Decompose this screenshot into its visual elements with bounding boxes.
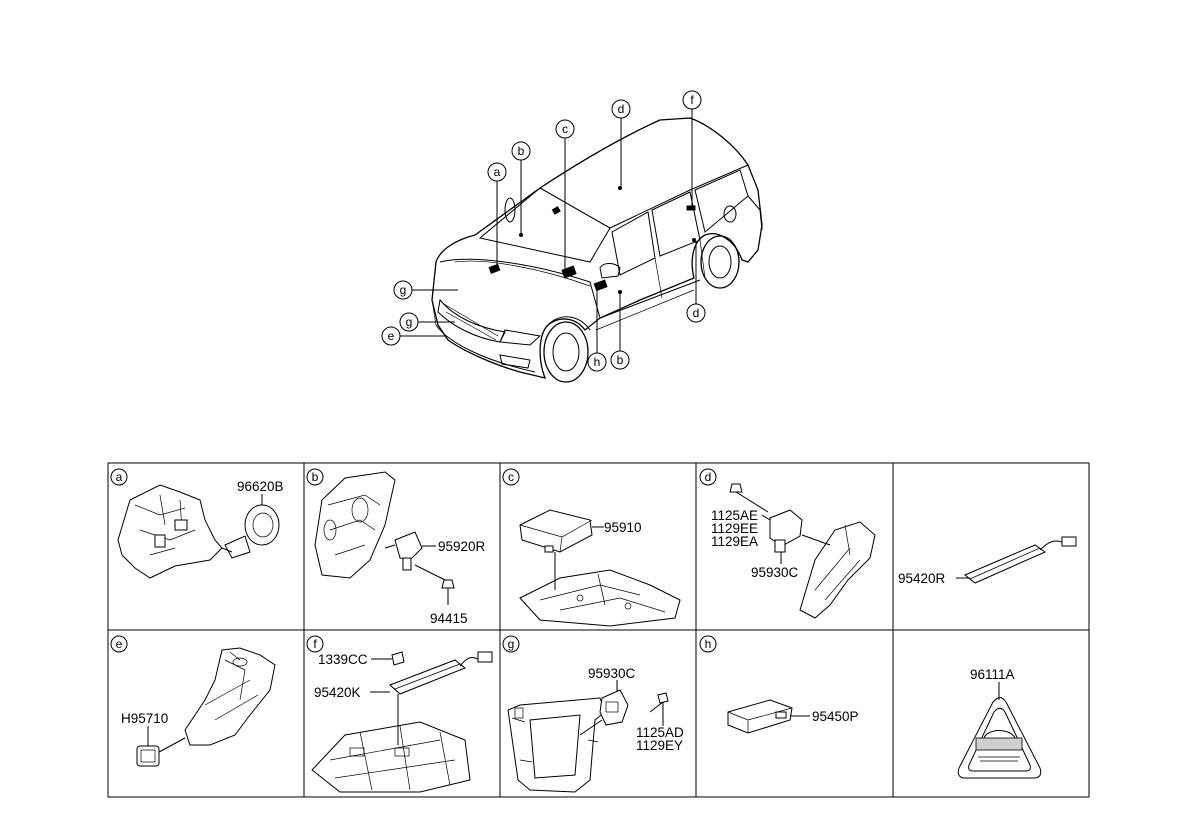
vehicle-illustration bbox=[431, 117, 763, 383]
part-label-95920R: 95920R bbox=[438, 539, 486, 554]
svg-text:g: g bbox=[406, 315, 413, 329]
cell-c: c 95910 bbox=[502, 468, 681, 627]
svg-text:d: d bbox=[618, 102, 625, 116]
overview-callout-d-lower: d bbox=[686, 303, 706, 323]
cell-a: a 96620B bbox=[110, 468, 284, 579]
overview-callout-g-upper: g bbox=[393, 280, 413, 300]
horn-illustration bbox=[221, 504, 280, 559]
svg-text:a: a bbox=[494, 165, 501, 179]
svg-text:e: e bbox=[116, 637, 123, 651]
part-label-95420R: 95420R bbox=[898, 571, 946, 586]
part-label-1125AE: 1125AE bbox=[711, 508, 758, 523]
svg-text:d: d bbox=[693, 306, 700, 320]
part-label-95930C-d: 95930C bbox=[751, 565, 799, 580]
svg-text:c: c bbox=[562, 122, 568, 136]
svg-text:c: c bbox=[508, 470, 514, 484]
detail-grid bbox=[107, 462, 1090, 798]
overview-callout-a: a bbox=[487, 162, 507, 182]
overview-callout-h: h bbox=[587, 352, 607, 372]
overview-callout-c: c bbox=[555, 119, 575, 139]
part-label-95450P: 95450P bbox=[812, 709, 859, 724]
part-label-96620B: 96620B bbox=[237, 479, 284, 494]
radiator-support-illustration bbox=[507, 697, 606, 793]
svg-text:b: b bbox=[312, 470, 319, 484]
overview-callout-g-lower: g bbox=[399, 312, 419, 332]
cell-g: g 95930C 1125AD 1129EY bbox=[502, 635, 684, 793]
cell-95420R: 95420R bbox=[898, 536, 1077, 586]
pillar-illustration bbox=[799, 521, 876, 619]
crash-sensor-illustration bbox=[729, 483, 803, 553]
nut-1339CC-illustration bbox=[391, 651, 405, 666]
airbag-module-illustration bbox=[519, 509, 593, 553]
part-label-95910: 95910 bbox=[604, 520, 642, 535]
cell-d: d 1125AE 1129EE 1129EA 95930C bbox=[699, 468, 876, 619]
floor-frame-illustration bbox=[519, 569, 681, 627]
overview-callout-f: f bbox=[682, 90, 702, 110]
impact-sensor-illustration bbox=[136, 737, 186, 767]
svg-text:d: d bbox=[705, 470, 712, 484]
sensor-strip-95420K-illustration bbox=[389, 651, 493, 695]
part-label-95420K: 95420K bbox=[314, 685, 361, 700]
overview-callout-b: b bbox=[511, 141, 531, 161]
front-sensor-illustration bbox=[599, 689, 669, 726]
cell-h: h 95450P bbox=[699, 635, 859, 734]
cell-b: b 95920R 94415 bbox=[306, 468, 486, 626]
svg-text:b: b bbox=[518, 144, 525, 158]
overview-callout-e: e bbox=[381, 326, 401, 346]
cell-e: e H95710 bbox=[110, 635, 276, 767]
svg-text:f: f bbox=[690, 93, 694, 107]
overview-leaders bbox=[400, 109, 697, 353]
control-module-illustration bbox=[727, 699, 793, 734]
svg-text:g: g bbox=[400, 283, 407, 297]
part-label-95930C-g: 95930C bbox=[588, 666, 636, 681]
overview-callout-b-lower: b bbox=[610, 350, 630, 370]
sensor-95920R-illustration bbox=[384, 531, 423, 571]
part-label-H95710: H95710 bbox=[121, 711, 168, 726]
cell-f: f 1339CC 95420K bbox=[306, 635, 493, 793]
part-label-1129EY: 1129EY bbox=[636, 738, 683, 753]
part-label-1129EA: 1129EA bbox=[711, 534, 758, 549]
svg-text:a: a bbox=[116, 470, 123, 484]
part-label-1129EE: 1129EE bbox=[711, 521, 758, 536]
body-panel-illustration bbox=[117, 484, 223, 579]
svg-text:e: e bbox=[388, 329, 395, 343]
svg-text:h: h bbox=[705, 637, 712, 651]
svg-text:h: h bbox=[594, 355, 601, 369]
warning-label-illustration bbox=[957, 697, 1042, 779]
cell-96111A: 96111A bbox=[957, 667, 1042, 779]
bolt-94415-illustration bbox=[441, 579, 455, 605]
floor-pan-illustration bbox=[311, 721, 471, 793]
part-label-1125AD: 1125AD bbox=[636, 725, 684, 740]
part-label-94415: 94415 bbox=[430, 611, 468, 626]
svg-text:b: b bbox=[617, 353, 624, 367]
part-label-96111A: 96111A bbox=[970, 667, 1015, 682]
svg-text:f: f bbox=[313, 637, 317, 651]
svg-text:g: g bbox=[508, 637, 515, 651]
overview-callout-d-top: d bbox=[611, 99, 631, 119]
front-rail-illustration bbox=[184, 647, 276, 746]
sensor-strip-illustration bbox=[964, 536, 1077, 584]
door-panel-illustration bbox=[314, 471, 396, 579]
part-label-1339CC: 1339CC bbox=[318, 652, 368, 667]
